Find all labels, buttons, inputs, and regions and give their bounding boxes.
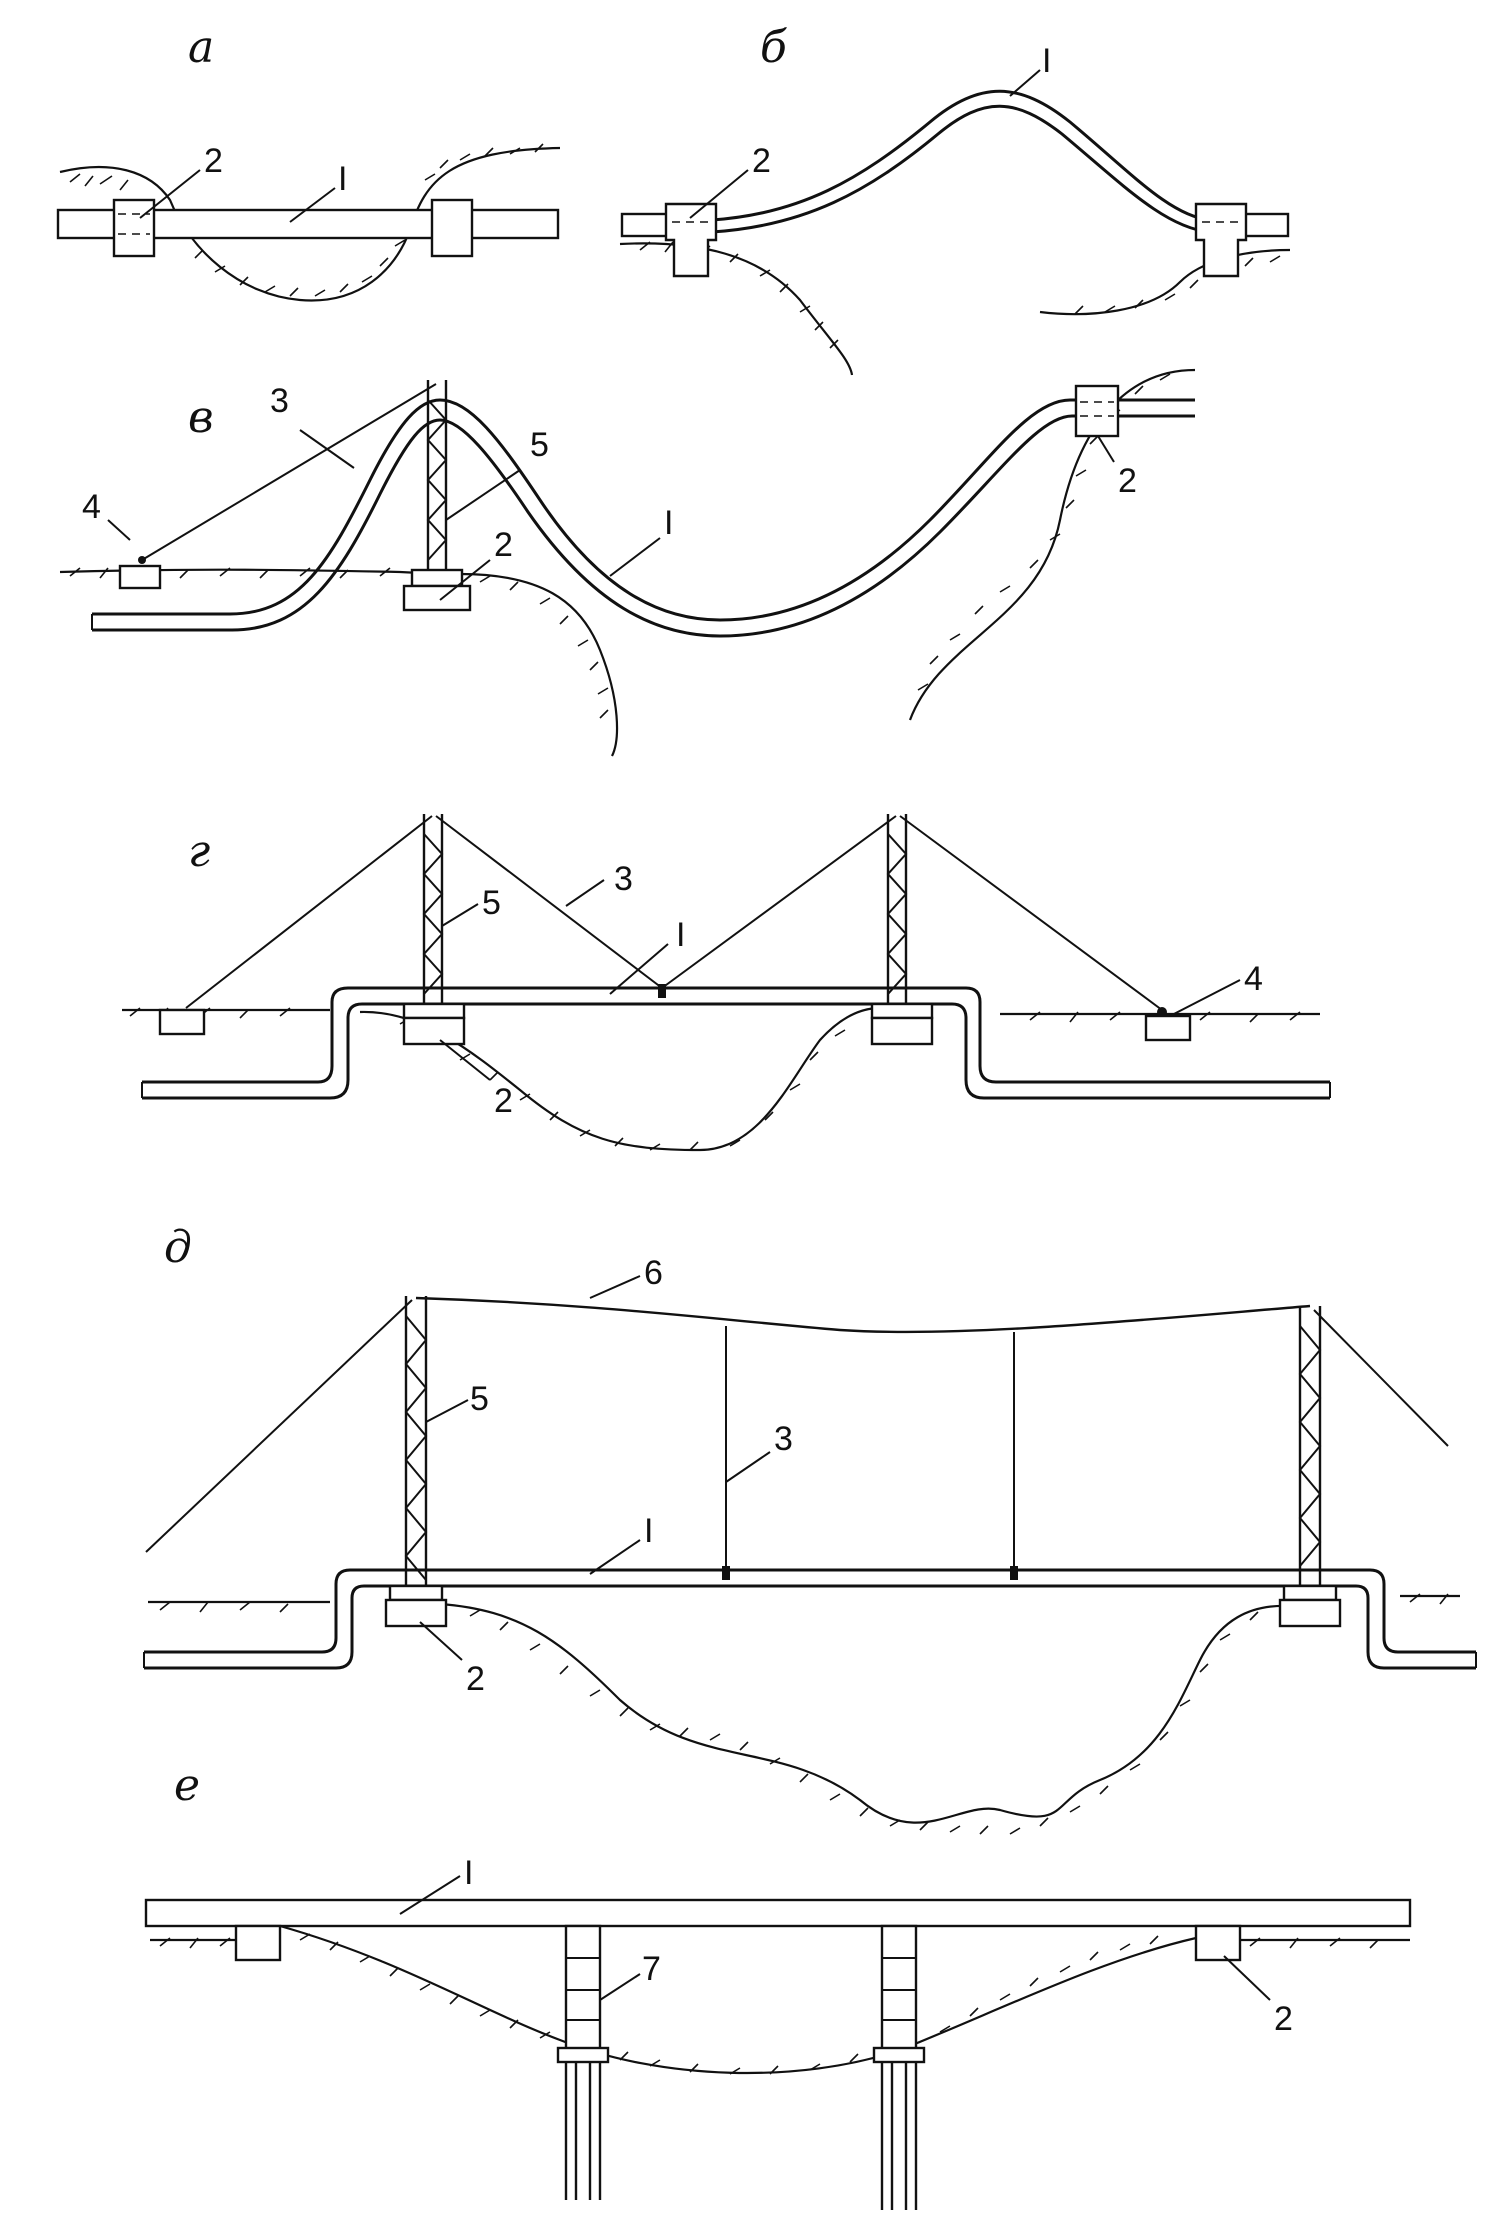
- cable-anchor-point: [138, 556, 146, 564]
- pipe-arch-outer: [711, 89, 1211, 222]
- label-support-right: 2: [1118, 462, 1137, 500]
- pylon-base-left: [388, 1584, 444, 1602]
- leader-support: [689, 169, 749, 219]
- label-anchor: 4: [82, 488, 101, 526]
- label-support: 2: [752, 142, 771, 180]
- section-b-arched-pipe-crossing: б 2 I: [619, 22, 1291, 376]
- pylon-base: [410, 568, 464, 588]
- section-v-letter: в: [188, 392, 214, 443]
- leader-pipe: [1009, 69, 1041, 97]
- pylon-lattice: [404, 1315, 428, 1581]
- guy-cable-left: [185, 815, 433, 1009]
- ravine-ground: [279, 1924, 1197, 2075]
- leader-support: [139, 169, 201, 219]
- pylon-base-left: [402, 1002, 466, 1020]
- ground-hatching: [129, 1007, 1301, 1151]
- support-block-pylon: [402, 584, 472, 612]
- ground-hatching: [69, 373, 1171, 719]
- label-cable: 3: [774, 1420, 793, 1458]
- pipe-upper-edge: [92, 398, 1195, 622]
- label-cable: 3: [270, 382, 289, 420]
- section-a-letter: а: [188, 22, 214, 73]
- support-block-left: [384, 1598, 448, 1628]
- label-pylon: 5: [530, 426, 549, 464]
- ravine-ground: [359, 1006, 881, 1152]
- pylon-base-right: [870, 1002, 934, 1020]
- support-block-left: [234, 1924, 282, 1962]
- label-pipe: I: [338, 160, 347, 198]
- pipe-arch-inner: [711, 104, 1211, 234]
- pipe-lower-edge: [144, 1584, 1476, 1670]
- anchor-block: [118, 564, 162, 590]
- section-g-letter: г: [188, 826, 210, 877]
- ground-hatching: [159, 1593, 1449, 1835]
- label-pier: 7: [642, 1950, 661, 1988]
- ravine-ground-right: [1039, 248, 1291, 316]
- backstay-left: [145, 1299, 413, 1553]
- stay-cable-right: [661, 815, 897, 989]
- section-d-suspension-pipe-bridge: д 6 5 3: [143, 1222, 1477, 1835]
- ravine-ground: [439, 1602, 1291, 1824]
- label-support: 2: [204, 142, 223, 180]
- support-block-right: [1074, 384, 1120, 438]
- support-block-left: [402, 1016, 466, 1046]
- ravine-ground-right: [908, 368, 1196, 721]
- guy-cable-right: [899, 815, 1163, 1011]
- pipe-lower-edge: [92, 414, 1195, 638]
- label-support: 2: [494, 1082, 513, 1120]
- support-block-right: [1194, 1924, 1242, 1962]
- support-block-left: [664, 202, 718, 278]
- label-pipe: I: [664, 504, 673, 542]
- label-pipe: I: [676, 916, 685, 954]
- ravine-ground-left: [459, 572, 619, 757]
- pylon-base-right: [1282, 1584, 1338, 1602]
- pipe-straight: [144, 1898, 1412, 1928]
- support-block-right: [430, 198, 474, 258]
- section-d-letter: д: [164, 1222, 192, 1273]
- label-support: 2: [494, 526, 513, 564]
- cable-clamp: [658, 984, 666, 998]
- label-pipe: I: [644, 1512, 653, 1550]
- backstay-right: [1313, 1309, 1449, 1447]
- pipe-lower-edge: [142, 1002, 1330, 1100]
- support-block-left: [112, 198, 156, 258]
- section-v-suspended-wave-pipe: в 3 4 5 2 I 2: [59, 368, 1196, 757]
- label-pipe: I: [464, 1854, 473, 1892]
- pylon-lattice: [426, 399, 448, 561]
- pylon-lattice: [1298, 1325, 1322, 1567]
- section-e-beam-pipe-on-piers: е: [144, 1760, 1412, 2210]
- support-block-right: [1194, 202, 1248, 278]
- label-pylon: 5: [470, 1380, 489, 1418]
- support-block-right: [1278, 1598, 1342, 1628]
- section-b-letter: б: [760, 22, 787, 73]
- pier-left: [556, 1924, 610, 2200]
- support-block-right: [870, 1016, 934, 1046]
- anchor-block-right: [1144, 1014, 1192, 1042]
- main-cable: [415, 1296, 1311, 1334]
- anchor-block-left: [158, 1008, 206, 1036]
- label-support: 2: [466, 1660, 485, 1698]
- pipe-upper-edge: [142, 986, 1330, 1084]
- ravine-ground-left: [619, 242, 854, 376]
- ground-hatching: [159, 1933, 1379, 2075]
- stay-cable-left: [435, 815, 663, 989]
- section-a-straight-pipe-crossing: а 2 I: [56, 22, 561, 302]
- pylon-lattice: [422, 833, 444, 995]
- section-e-letter: е: [174, 1760, 200, 1811]
- label-pipe: I: [1042, 42, 1051, 80]
- pipe-upper-edge: [144, 1568, 1476, 1654]
- pier-right: [872, 1924, 926, 2210]
- label-cable: 3: [614, 860, 633, 898]
- pylon-lattice: [886, 833, 908, 995]
- label-main-cable: 6: [644, 1254, 663, 1292]
- leader-pipe: [289, 187, 336, 223]
- ground-left: [59, 568, 441, 576]
- label-pylon: 5: [482, 884, 501, 922]
- section-g-cable-stayed-pipe-bridge: г 5 3 I: [122, 814, 1331, 1152]
- ravine-ground-line: [59, 146, 561, 302]
- label-support: 2: [1274, 2000, 1293, 2038]
- guy-cable: [141, 383, 437, 561]
- label-anchor: 4: [1244, 960, 1263, 998]
